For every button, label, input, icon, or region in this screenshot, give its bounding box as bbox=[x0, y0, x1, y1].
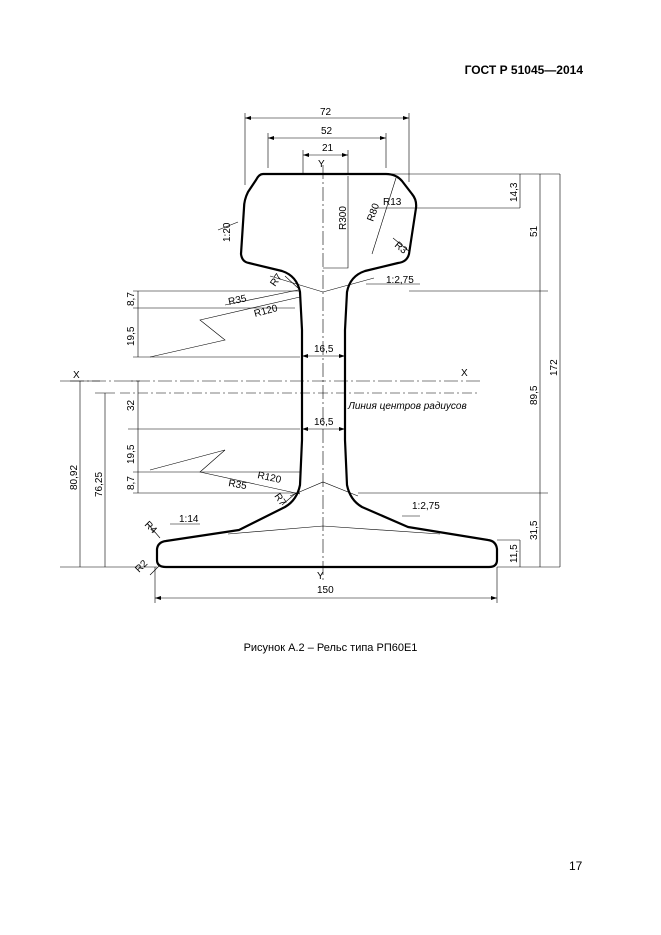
radius-r120-top: R120 bbox=[253, 303, 279, 320]
dim-76-25: 76,25 bbox=[94, 472, 105, 497]
dim-head-width: 72 bbox=[320, 107, 332, 118]
dim-11-5: 11,5 bbox=[509, 544, 520, 563]
rail-profile-outline bbox=[155, 172, 499, 569]
figure-caption: Рисунок А.2 – Рельс типа РП60Е1 bbox=[243, 642, 418, 654]
head-underside-line bbox=[269, 275, 375, 293]
radius-r35-top: R35 bbox=[227, 293, 248, 308]
dim-80-92: 80,92 bbox=[69, 465, 80, 490]
dim-19-5-bottom: 19,5 bbox=[126, 444, 137, 464]
dim-8-7-top: 8,7 bbox=[126, 292, 137, 306]
dim-32: 32 bbox=[126, 399, 137, 411]
dim-web-upper: 16,5 bbox=[314, 344, 334, 355]
radius-r300: R300 bbox=[338, 206, 349, 230]
dim-8-7-bottom: 8,7 bbox=[126, 476, 137, 490]
y-axis-label-top: Y bbox=[318, 159, 325, 170]
radius-r35-bottom: R35 bbox=[227, 478, 247, 492]
slope-head-side: 1:20 bbox=[222, 222, 233, 242]
radius-r80: R80 bbox=[365, 202, 382, 223]
dim-head-inner: 52 bbox=[321, 126, 333, 137]
document-standard-number: ГОСТ Р 51045—2014 bbox=[464, 63, 583, 77]
dim-31-5: 31,5 bbox=[529, 520, 540, 540]
y-axis-label-bottom: Y bbox=[317, 571, 324, 582]
dim-51: 51 bbox=[529, 225, 540, 237]
radius-r120-bottom: R120 bbox=[256, 470, 282, 486]
slope-foot-top: 1:2,75 bbox=[412, 501, 440, 512]
slope-head-underside: 1:2,75 bbox=[386, 275, 414, 286]
x-axis-label-left: X bbox=[73, 370, 80, 381]
radius-r3: R3 bbox=[392, 240, 409, 257]
slope-foot-edge: 1:14 bbox=[179, 514, 199, 525]
x-axis-label-right: X bbox=[461, 368, 468, 379]
radius-r7-top: R7 bbox=[268, 272, 285, 289]
dim-19-5-top: 19,5 bbox=[126, 326, 137, 346]
dim-head-top: 21 bbox=[322, 143, 334, 154]
page-number: 17 bbox=[569, 859, 583, 873]
dim-14-3: 14,3 bbox=[509, 182, 520, 202]
radius-r13: R13 bbox=[383, 197, 402, 208]
dim-172: 172 bbox=[549, 359, 560, 376]
radius-centre-line-label: Линия центров радиусов bbox=[347, 401, 467, 412]
dim-web-lower: 16,5 bbox=[314, 417, 334, 428]
dim-89-5: 89,5 bbox=[529, 385, 540, 405]
dim-base-width: 150 bbox=[317, 585, 334, 596]
radius-r2: R2 bbox=[133, 558, 150, 575]
